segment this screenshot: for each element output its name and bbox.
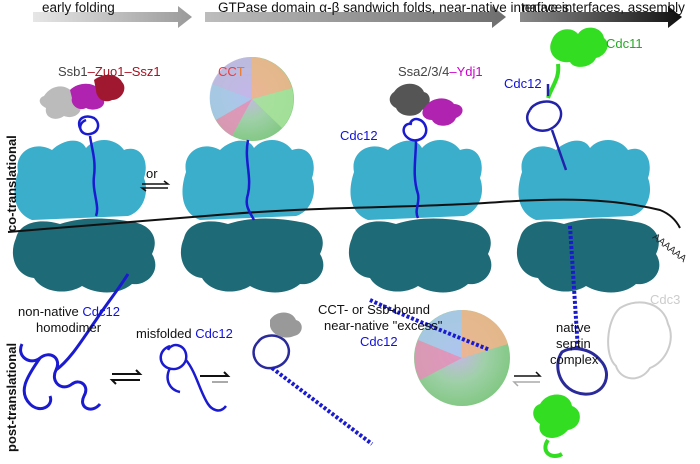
- ssa-ydj1-complex: [389, 83, 463, 126]
- ribosome-small-subunit-4: [518, 139, 651, 220]
- label-septin: septin: [556, 336, 591, 351]
- label-cdc12-top-4: Cdc12: [504, 76, 542, 91]
- ribosome-large-subunit-1: [12, 218, 156, 293]
- row-label-co: co-translational: [4, 135, 19, 232]
- stage-label-native: native interfaces, assembly: [522, 0, 685, 15]
- ribosome-large-subunit-4: [516, 218, 660, 293]
- label-complex: complex: [550, 352, 599, 367]
- equilibrium-arrow-co: [139, 180, 171, 192]
- stage-arrow-native: [520, 6, 682, 28]
- misfolded-cdc12-structure: [159, 343, 227, 412]
- ribosome-large-subunit-2: [180, 218, 324, 293]
- row-label-post: post-translational: [4, 342, 19, 452]
- cdc11-structure: [546, 27, 608, 99]
- label-bound-2: near-native "excess": [324, 318, 443, 333]
- forward-arrow-post-2: [200, 371, 231, 383]
- label-misfolded: misfolded Cdc12: [136, 326, 233, 341]
- label-bound-cdc12: Cdc12: [360, 334, 398, 349]
- cct-chaperonin-bottom: [369, 298, 510, 406]
- nonnative-homodimer-structure: [19, 273, 130, 411]
- native-septin-complex-structure: [533, 225, 672, 459]
- cdc12-chain-top-3: [402, 117, 428, 219]
- cdc12-chain-top-2: [245, 139, 256, 221]
- label-homodimer: homodimer: [36, 320, 102, 335]
- label-cdc3: Cdc3: [650, 292, 681, 307]
- ssb1-zuo1-ssz1-complex: [39, 74, 125, 119]
- label-cdc12-top-3: Cdc12: [340, 128, 378, 143]
- stage-label-gtpase: GTPase domain α-β sandwich folds, near-n…: [218, 0, 569, 15]
- mrna-strand: [7, 198, 681, 233]
- label-nonnative: non-native Cdc12: [18, 304, 120, 319]
- ribosome-large-subunit-3: [348, 218, 492, 293]
- label-ssb1-zuo1-ssz1: Ssb1–Zuo1–Ssz1: [58, 64, 161, 79]
- label-ssa-ydj1: Ssa2/3/4–Ydj1: [398, 64, 483, 79]
- cdc12-chain-top-1: [77, 115, 100, 217]
- cdc12-chain-top-4: [525, 84, 568, 171]
- label-cct: CCT: [218, 64, 245, 79]
- cct-chaperonin-top: [209, 56, 294, 141]
- label-native: native: [556, 320, 591, 335]
- stage-arrow-early: [33, 6, 192, 28]
- label-bound-1: CCT- or Ssb-bound: [318, 302, 430, 317]
- stage-arrow-gtpase: [205, 6, 506, 28]
- equilibrium-arrow-post-3: [512, 371, 542, 387]
- bound-cdc12-structure: [252, 312, 374, 446]
- label-or: or: [146, 166, 158, 181]
- equilibrium-arrow-post-1: [109, 369, 143, 385]
- label-cdc11: Cdc11: [606, 36, 643, 51]
- stage-label-early: early folding: [42, 0, 115, 15]
- ribosome-small-subunit-1: [14, 139, 147, 220]
